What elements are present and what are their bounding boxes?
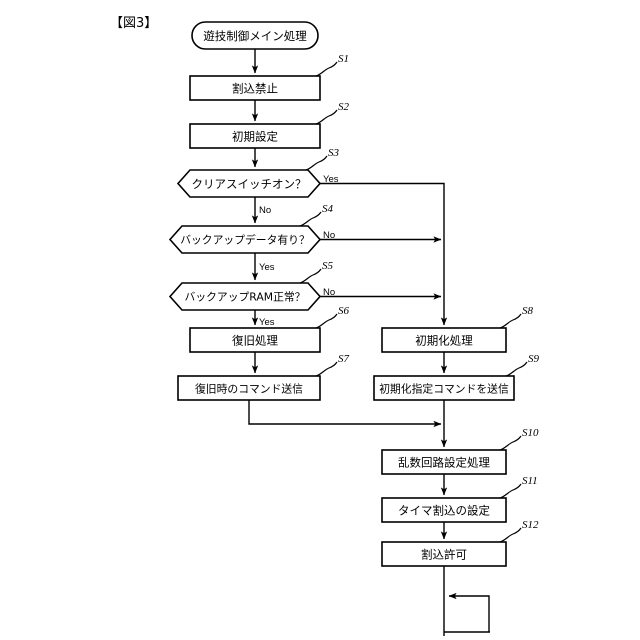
step-label-s7: S7 [338, 353, 350, 365]
node-s8-label: 初期化処理 [415, 334, 473, 348]
branch-label-s3-no: No [259, 205, 271, 216]
node-s1-label: 割込禁止 [232, 82, 278, 96]
leader-s9 [505, 361, 528, 377]
node-s10-shape[interactable] [381, 449, 507, 475]
step-label-s12: S12 [522, 519, 539, 531]
node-s2-label: 初期設定 [232, 130, 278, 144]
node-s9-shape[interactable] [373, 375, 515, 401]
leader-s5 [299, 268, 322, 284]
node-s2-shape[interactable] [189, 123, 321, 149]
leader-s2 [315, 109, 338, 125]
node-s6-shape[interactable] [189, 327, 321, 353]
node-s4-shape[interactable] [168, 225, 322, 254]
edge-s3-yes-to-s8 [320, 182, 448, 326]
node-s7-label: 復旧時のコマンド送信 [195, 382, 303, 396]
leader-s6 [315, 313, 338, 329]
step-label-s8: S8 [522, 305, 534, 317]
step-label-s11: S11 [522, 475, 538, 487]
leader-s11 [499, 483, 522, 499]
step-label-s10: S10 [522, 427, 539, 439]
leader-s4 [299, 211, 322, 227]
node-start-label: 遊技制御メイン処理 [203, 29, 307, 43]
node-start-shape[interactable] [191, 21, 319, 50]
branch-label-s4-yes: Yes [259, 262, 275, 273]
figure-label: 【図3】 [110, 16, 157, 31]
branch-label-s5-yes: Yes [259, 317, 275, 328]
step-label-s5: S5 [322, 260, 334, 272]
step-leader-lines [299, 61, 528, 543]
leader-s3 [305, 155, 328, 171]
node-s3-shape[interactable] [176, 169, 322, 198]
node-s12-shape[interactable] [381, 541, 507, 567]
leader-s7 [315, 361, 338, 377]
branch-labels: Yes No No Yes No Yes [259, 174, 339, 328]
node-s3-label: クリアスイッチオン？ [192, 177, 307, 191]
connector-lines [248, 49, 490, 636]
step-label-s2: S2 [338, 101, 350, 113]
node-s8-shape[interactable] [381, 327, 507, 353]
node-s5-shape[interactable] [168, 282, 322, 311]
node-s5-label: バックアップRAM正常？ [185, 291, 306, 304]
node-s4-label: バックアップデータ有り？ [180, 233, 310, 247]
node-s12-label: 割込許可 [421, 548, 467, 562]
step-numbers: S1 S2 S3 S4 S5 S6 S7 S8 S9 S10 S11 S12 [322, 53, 540, 531]
step-label-s4: S4 [322, 203, 334, 215]
step-label-s9: S9 [528, 353, 540, 365]
node-s1-shape[interactable] [189, 75, 321, 101]
leader-s12 [499, 527, 522, 543]
node-labels: 遊技制御メイン処理 割込禁止 初期設定 クリアスイッチオン？ バックアップデータ… [180, 29, 509, 562]
branch-label-s5-no: No [323, 287, 335, 298]
node-s11-label: タイマ割込の設定 [398, 504, 490, 518]
node-shapes [168, 21, 515, 567]
edge-loop-back [448, 592, 490, 632]
step-label-s6: S6 [338, 305, 350, 317]
step-label-s1: S1 [338, 53, 349, 65]
step-label-s3: S3 [328, 147, 340, 159]
node-s11-shape[interactable] [381, 497, 507, 523]
leader-s8 [499, 313, 522, 329]
node-s7-shape[interactable] [177, 375, 321, 401]
branch-label-s4-no: No [323, 230, 335, 241]
branch-label-s3-yes: Yes [323, 174, 339, 185]
leader-s10 [499, 435, 522, 451]
leader-s1 [315, 61, 338, 77]
node-s10-label: 乱数回路設定処理 [398, 456, 490, 470]
node-s6-label: 復旧処理 [232, 334, 278, 348]
node-s9-label: 初期化指定コマンドを送信 [379, 382, 509, 396]
edge-s7-to-trunk [248, 400, 442, 428]
